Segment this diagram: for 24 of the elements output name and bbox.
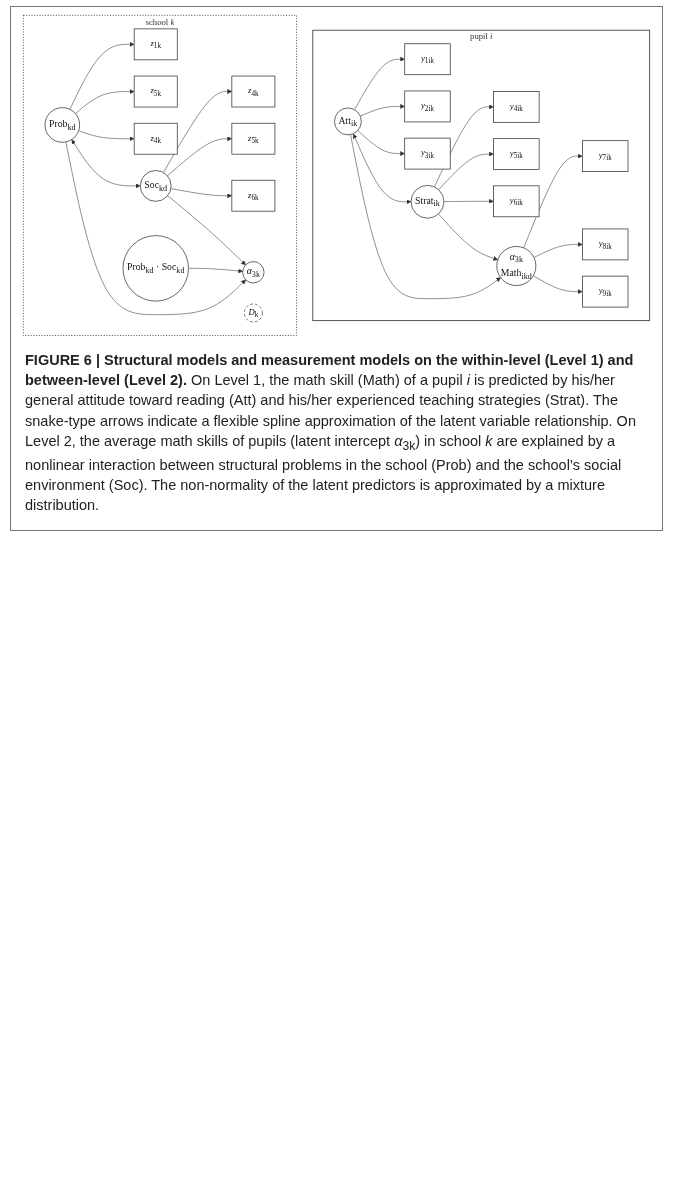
node-circle: Strat$_{ik}$ [410,184,445,219]
node-box: y$_{8ik}$ [582,228,629,261]
node-box: y$_{9ik}$ [582,275,629,308]
node-box: y$_{3ik}$ [404,137,451,170]
node-box: z$_{4k}$ [133,122,178,155]
node-circle: D$_{k}$ [243,303,263,323]
node-box: y$_{7ik}$ [582,140,629,172]
node-box: y$_{5ik}$ [493,138,540,170]
node-circle: α$_{3k}$ [242,261,265,284]
node-circle: Prob$_{kd}$ [44,107,81,143]
node-circle: Prob$_{kd}$ · Soc$_{kd}$ [122,235,189,302]
node-box: y$_{1ik}$ [404,43,451,76]
figure-caption: FIGURE 6 | Structural models and measurement models on the within-level (Level 1) and between-level (Level 2). On Level 1, the math skill (Math) of a pupil i is predicted by his/her general attitude toward reading (Att) and his/her experienced teaching strategies (Strat). The snake-type arrows indicate a flexible spline approximation of the latent variable relationship. On Level 2, the average math skills of pupils (latent intercept α$_{3k}$) in school k are explained by a nonlinear interaction between structural problems in the school (Prob) and the school’s social environment (Soc). The non-normality of the latent predictors is approximated by a mixture distribution. [25,350,637,516]
node-circle: Soc$_{kd}$ [139,170,172,202]
node-box: y$_{2ik}$ [404,90,451,123]
node-box: z$_{6k}$ [231,179,276,212]
node-box: z$_{4k}$ [231,75,276,108]
node-box: z$_{5k}$ [231,122,276,155]
node-box: y$_{4ik}$ [493,91,540,123]
node-box: z$_{1k}$ [133,28,178,61]
node-circle: α$_{3k}$ Math$_{ikd}$ [496,246,537,286]
node-box: y$_{6ik}$ [493,185,540,218]
node-box: z$_{5k}$ [133,75,178,108]
node-circle: Att$_{ik}$ [334,107,362,136]
